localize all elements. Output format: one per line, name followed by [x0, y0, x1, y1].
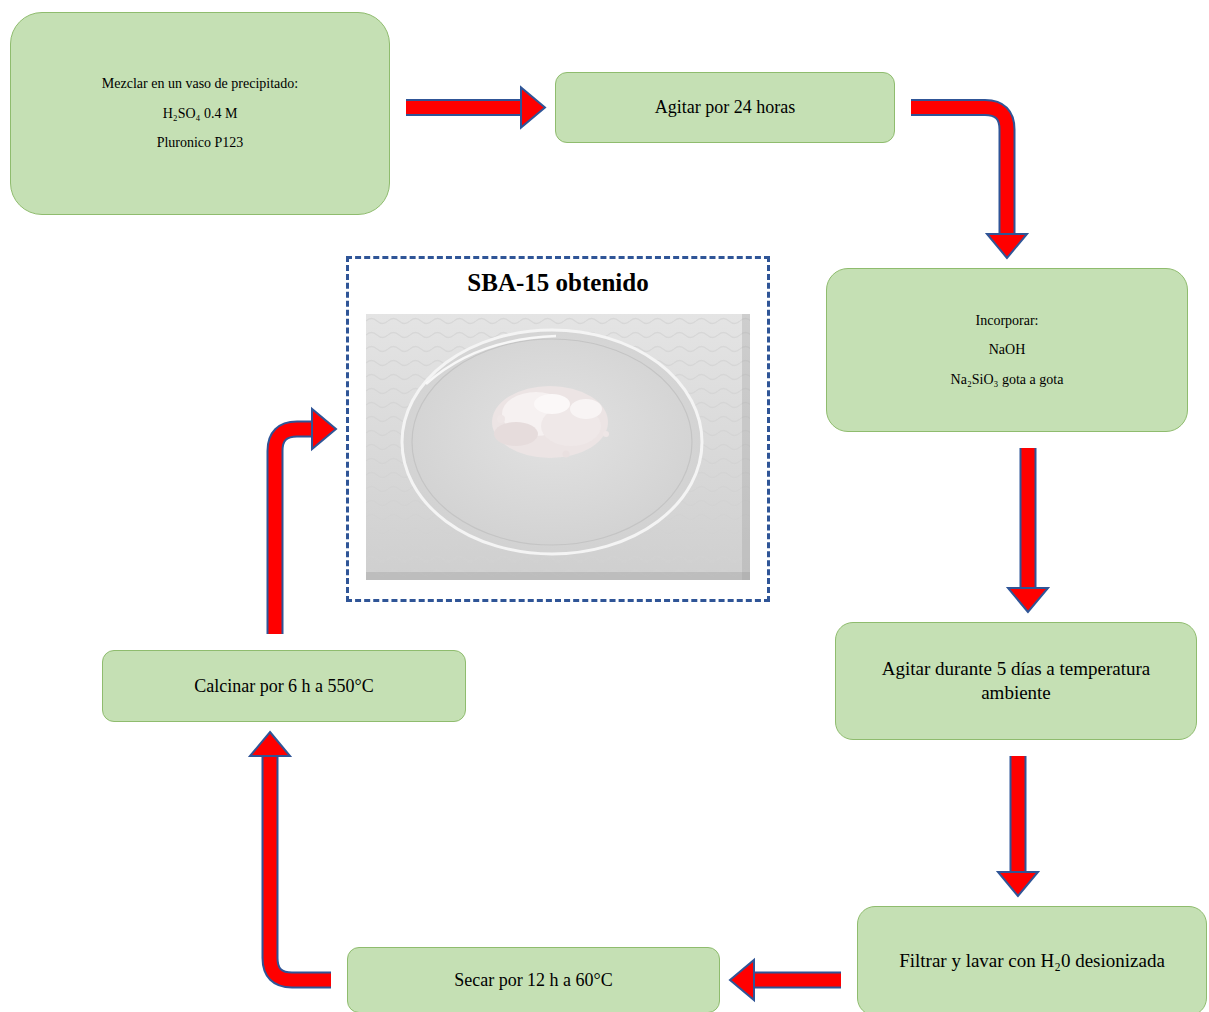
process-box: Calcinar por 6 h a 550°C — [102, 650, 466, 722]
step-text: H₂SO₄ 0.4 M — [151, 105, 250, 123]
process-box: Agitar durante 5 días a temperatura ambi… — [835, 622, 1197, 740]
step-text: Secar por 12 h a 60°C — [442, 969, 625, 992]
process-box: Mezclar en un vaso de precipitado: H₂SO₄ … — [10, 12, 390, 215]
result-title: SBA-15 obtenido — [455, 267, 660, 298]
photo-background — [366, 314, 750, 580]
flow-arrow — [911, 108, 1027, 259]
flow-arrow — [250, 732, 331, 980]
sample-photo — [366, 314, 750, 580]
process-box: Secar por 12 h a 60°C — [347, 947, 720, 1012]
flow-arrow — [730, 960, 841, 1000]
flow-arrow — [275, 409, 336, 634]
step-text: Na₂SiO₃ gota a gota — [939, 371, 1076, 389]
step-text: Calcinar por 6 h a 550°C — [182, 675, 386, 698]
step-text: Mezclar en un vaso de precipitado: — [90, 75, 310, 93]
flow-arrow — [998, 756, 1038, 896]
flow-arrow — [406, 88, 545, 128]
process-box: Incorporar: NaOH Na₂SiO₃ gota a gota — [826, 268, 1188, 432]
petri-dish — [402, 330, 702, 554]
result-box: SBA-15 obtenido — [346, 256, 770, 602]
step-text: Incorporar: — [964, 312, 1051, 330]
step-text: Agitar por 24 horas — [643, 96, 807, 119]
process-box: Filtrar y lavar con H₂0 desionizada — [857, 906, 1207, 1012]
step-text: Agitar durante 5 días a temperatura ambi… — [836, 657, 1196, 705]
step-text: Pluronico P123 — [145, 134, 256, 152]
powder — [492, 386, 609, 458]
flow-arrow — [1008, 448, 1048, 612]
step-text: Filtrar y lavar con H₂0 desionizada — [887, 949, 1177, 973]
step-text: NaOH — [977, 341, 1038, 359]
process-box: Agitar por 24 horas — [555, 72, 895, 143]
